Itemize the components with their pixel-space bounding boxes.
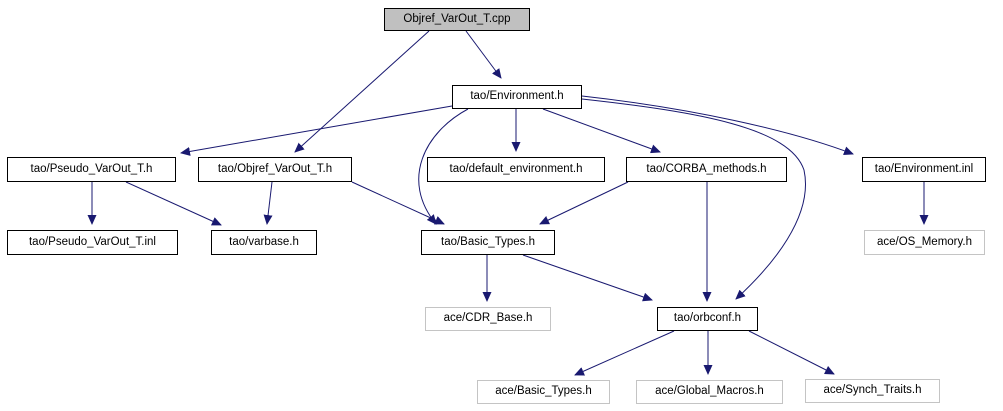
edge-env_h-to-corba_methods_h — [542, 108, 661, 154]
edge-pseudo_h-to-varbase_h — [125, 181, 222, 226]
node-label: tao/Pseudo_VarOut_T.h — [30, 162, 153, 175]
node-default_env_h[interactable]: tao/default_environment.h — [427, 157, 605, 182]
edge-objref_h-to-varbase_h — [263, 181, 273, 225]
edge-basic_types_h-to-orbconf_h — [522, 254, 653, 302]
node-label: tao/Pseudo_VarOut_T.inl — [28, 235, 156, 248]
node-varbase_h[interactable]: tao/varbase.h — [211, 230, 317, 255]
edge-env_h-to-basic_types_h — [418, 108, 469, 225]
node-pseudo_inl[interactable]: tao/Pseudo_VarOut_T.inl — [7, 230, 178, 255]
node-label: tao/default_environment.h — [449, 162, 583, 175]
node-env_inl[interactable]: tao/Environment.inl — [862, 157, 986, 182]
node-pseudo_h[interactable]: tao/Pseudo_VarOut_T.h — [7, 157, 176, 182]
node-orbconf_h[interactable]: tao/orbconf.h — [657, 307, 758, 331]
node-corba_methods_h[interactable]: tao/CORBA_methods.h — [626, 157, 787, 182]
edge-env_h-to-orbconf_h — [581, 98, 806, 300]
edge-corba_methods_h-to-basic_types_h — [539, 181, 629, 225]
node-os_memory_h: ace/OS_Memory.h — [864, 230, 985, 255]
node-label: Objref_VarOut_T.cpp — [403, 12, 511, 25]
node-label: tao/Environment.h — [470, 90, 564, 103]
node-label: tao/CORBA_methods.h — [646, 162, 767, 175]
node-ace_basic_types_h: ace/Basic_Types.h — [477, 380, 610, 404]
node-label: tao/varbase.h — [229, 235, 299, 248]
edge-env_h-to-env_inl — [581, 95, 854, 156]
node-label: ace/OS_Memory.h — [876, 235, 972, 248]
edge-orbconf_h-to-ace_basic_types_h — [574, 330, 675, 376]
node-label: ace/Global_Macros.h — [655, 385, 764, 398]
node-label: tao/Objref_VarOut_T.h — [217, 162, 333, 175]
node-label: ace/Basic_Types.h — [495, 385, 592, 398]
edge-objref_cpp-to-env_h — [465, 30, 502, 79]
edge-env_h-to-pseudo_h — [180, 105, 453, 156]
node-label: ace/Synch_Traits.h — [823, 384, 922, 397]
node-label: tao/Environment.inl — [874, 162, 974, 175]
node-cdr_base_h: ace/CDR_Base.h — [425, 307, 551, 331]
node-label: tao/orbconf.h — [673, 312, 742, 325]
node-objref_h[interactable]: tao/Objref_VarOut_T.h — [198, 157, 352, 182]
edge-objref_cpp-to-objref_h — [294, 30, 430, 153]
node-label: ace/CDR_Base.h — [443, 312, 533, 325]
node-objref_cpp: Objref_VarOut_T.cpp — [384, 8, 530, 31]
node-env_h[interactable]: tao/Environment.h — [452, 85, 582, 109]
node-global_macros_h: ace/Global_Macros.h — [636, 380, 783, 404]
edge-orbconf_h-to-synch_traits_h — [748, 330, 835, 375]
edge-objref_h-to-basic_types_h — [351, 181, 445, 225]
node-label: tao/Basic_Types.h — [441, 235, 535, 248]
node-synch_traits_h: ace/Synch_Traits.h — [805, 379, 940, 403]
node-basic_types_h[interactable]: tao/Basic_Types.h — [421, 230, 555, 255]
edges-group — [87, 30, 929, 376]
